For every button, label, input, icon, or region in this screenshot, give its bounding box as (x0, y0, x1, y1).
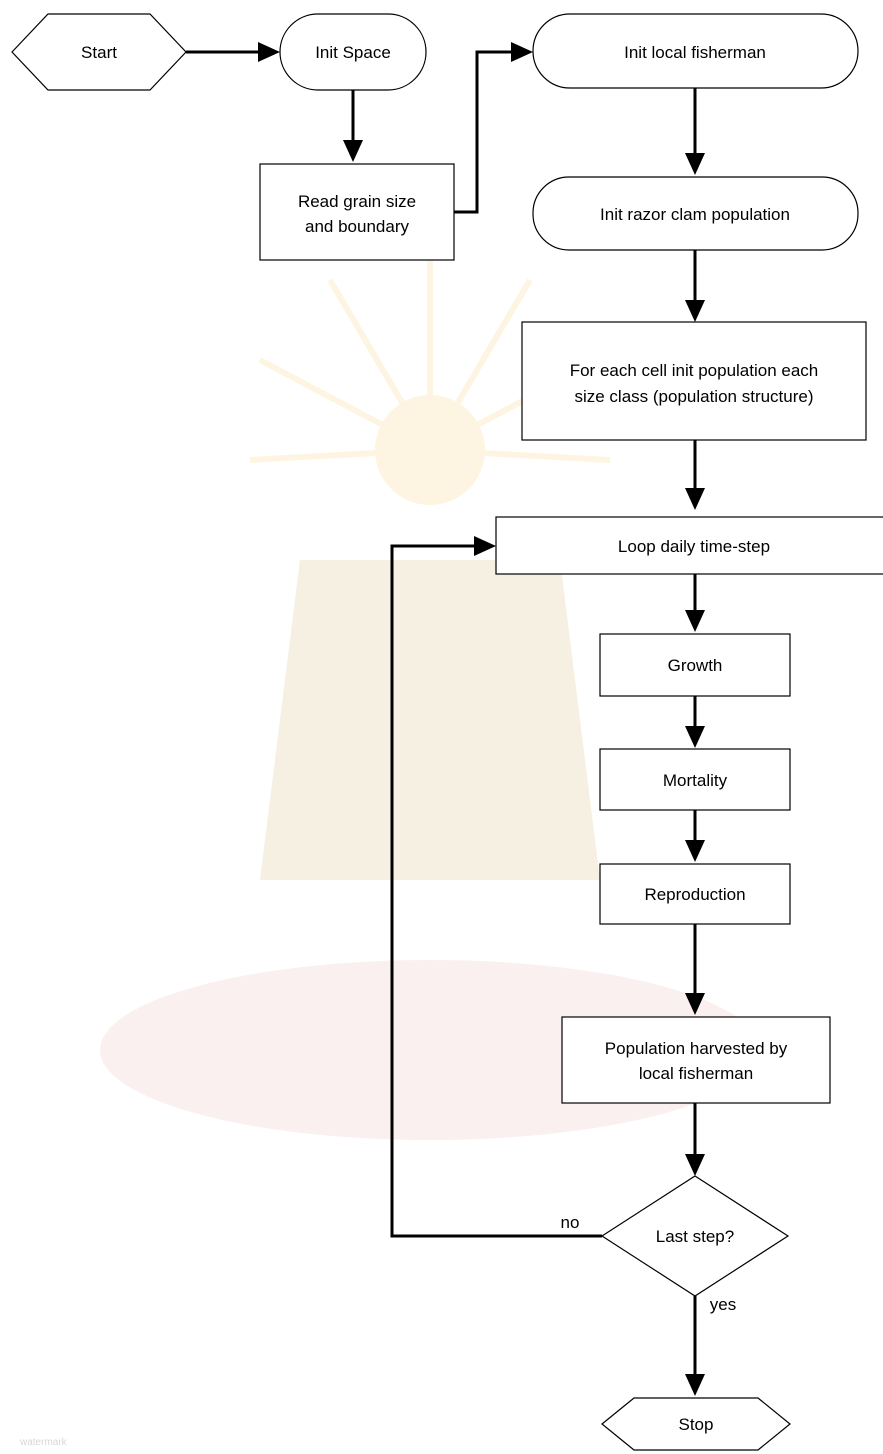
read-grain-label-line1: Read grain size (298, 192, 416, 211)
read-grain-node: Read grain size and boundary (259, 163, 455, 261)
last-step-decision: Last step? (600, 1175, 790, 1297)
read-grain-label-line2: and boundary (305, 217, 409, 236)
init-razor-label: Init razor clam population (600, 205, 790, 224)
start-node: Start (11, 13, 187, 91)
init-space-label: Init Space (315, 43, 391, 62)
reproduction-node: Reproduction (599, 863, 791, 925)
no-edge-label: no (561, 1213, 580, 1232)
init-fisherman-node: Init local fisherman (532, 13, 859, 89)
init-razor-node: Init razor clam population (532, 176, 859, 251)
yes-edge-label: yes (710, 1295, 736, 1314)
harvest-label-line2: local fisherman (639, 1064, 753, 1083)
last-step-label: Last step? (656, 1227, 734, 1246)
init-cells-label-line1: For each cell init population each (570, 361, 819, 380)
loop-node: Loop daily time-step (495, 516, 883, 575)
stop-label: Stop (679, 1415, 714, 1434)
growth-label: Growth (668, 656, 723, 675)
init-cells-node: For each cell init population each size … (521, 321, 867, 441)
connectors (186, 42, 705, 1396)
harvest-label-line1: Population harvested by (605, 1039, 788, 1058)
init-fisherman-label: Init local fisherman (624, 43, 766, 62)
mortality-node: Mortality (599, 748, 791, 811)
svg-text:watermark: watermark (19, 1437, 68, 1448)
mortality-label: Mortality (663, 771, 728, 790)
growth-node: Growth (599, 633, 791, 697)
reproduction-label: Reproduction (644, 885, 745, 904)
init-space-node: Init Space (279, 13, 427, 91)
start-label: Start (81, 43, 117, 62)
init-cells-label-line2: size class (population structure) (574, 387, 813, 406)
harvest-node: Population harvested by local fisherman (561, 1016, 831, 1104)
stop-node: Stop (601, 1397, 791, 1451)
loop-label: Loop daily time-step (618, 537, 770, 556)
